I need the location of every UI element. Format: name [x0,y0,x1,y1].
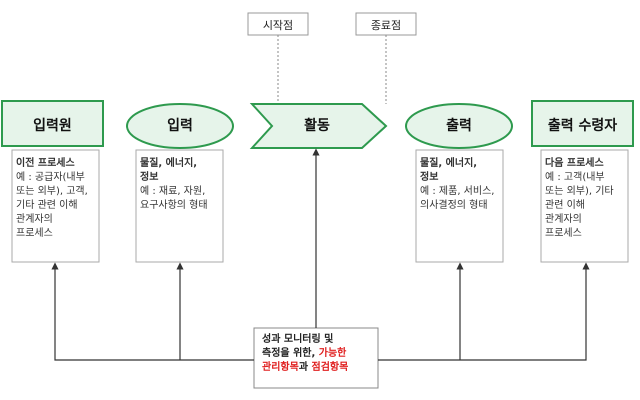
input-label: 입력 [167,118,193,134]
input-desc-box [135,149,224,263]
end-marker-label: 종료점 [370,19,402,32]
bottom-right-connector [378,262,590,361]
start-marker-label: 시작점 [262,19,294,32]
supplier-description: 이전 프로세스 예 : 공급자(내부 또는 외부), 고객, 기타 관련 이해 … [16,157,96,241]
receiver-node [531,100,634,147]
bottom-note-highlight: 점검항목 [311,362,349,373]
receiver-desc-line: 프로세스 [545,228,582,239]
input-desc-line: 요구사항의 형태 [140,200,208,211]
bottom-note-line2: 측정을 위한, 가능한 [262,347,378,361]
input-desc-title: 물질, 에너지, [140,158,198,169]
receiver-desc-line: 관련 이해 [545,200,585,211]
input-desc-title: 정보 [140,172,159,183]
supplier-desc-line: 관계자의 [16,214,53,225]
bottom-note-line1: 성과 모니터링 및 [262,334,334,345]
bottom-note-box [253,327,379,389]
bottom-note-highlight: 관리항목 [262,362,299,373]
output-node [405,103,513,149]
output-label: 출력 [446,118,472,134]
input-description: 물질, 에너지, 정보 예 : 재료, 자원, 요구사항의 형태 [140,157,220,213]
output-desc-title: 물질, 에너지, [420,158,478,169]
bottom-note-plain: 과 [298,362,312,373]
supplier-desc-box [11,149,100,263]
output-desc-line: 예 : 제품, 서비스, [420,186,495,197]
receiver-desc-line: 예 : 고객(내부 [545,172,605,183]
input-desc-line: 예 : 재료, 자원, [140,186,206,197]
receiver-label: 출력 수령자 [547,118,618,134]
receiver-desc-box [540,149,629,263]
bottom-note-plain: 측정을 위한, [262,348,319,359]
supplier-node [1,100,104,147]
receiver-desc-line: 또는 외부), 기타 [545,186,614,197]
bottom-note-line3: 관리항목과 점검항목 [262,361,378,375]
supplier-desc-line: 예 : 공급자(내부 [16,172,85,183]
input-node [126,103,234,149]
receiver-desc-title: 다음 프로세스 [545,158,604,169]
supplier-desc-line: 기타 관련 이해 [16,200,78,211]
activity-node [249,103,388,149]
output-description: 물질, 에너지, 정보 예 : 제품, 서비스, 의사결정의 형태 [420,157,500,213]
supplier-desc-line: 또는 외부), 고객, [16,186,88,197]
output-desc-box [415,149,504,263]
receiver-desc-line: 관계자의 [545,214,582,225]
supplier-desc-line: 프로세스 [16,228,53,239]
supplier-label: 입력원 [33,118,72,134]
receiver-description: 다음 프로세스 예 : 고객(내부 또는 외부), 기타 관련 이해 관계자의 … [545,157,625,241]
bottom-note: 성과 모니터링 및 측정을 위한, 가능한 관리항목과 점검항목 [262,333,378,375]
bottom-left-connector [51,262,254,361]
bottom-note-highlight: 가능한 [318,348,347,359]
supplier-desc-title: 이전 프로세스 [16,158,75,169]
output-desc-title: 정보 [420,172,439,183]
activity-label: 활동 [304,118,330,134]
output-desc-line: 의사결정의 형태 [420,200,488,211]
